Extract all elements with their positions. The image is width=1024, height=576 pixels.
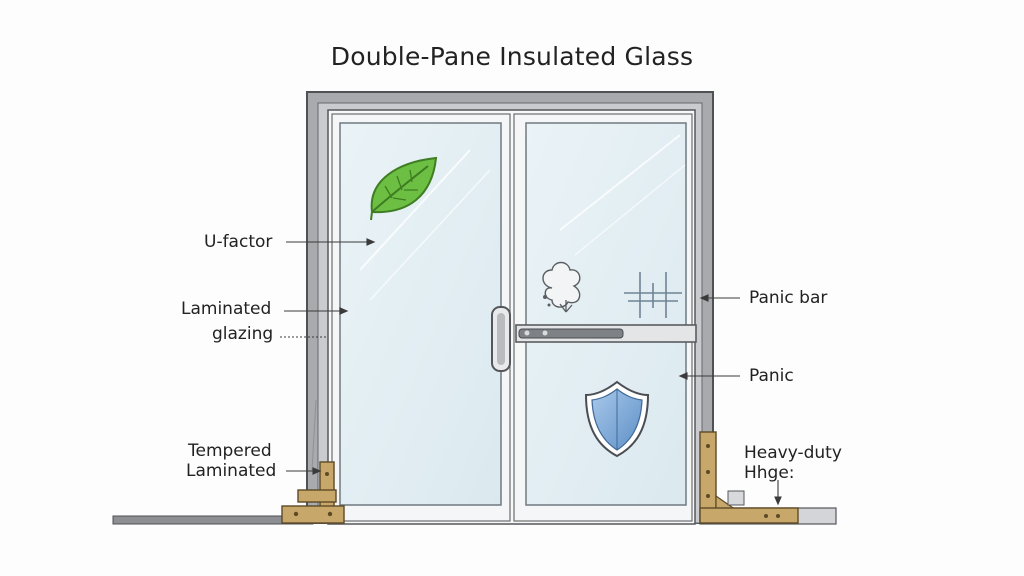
tempered-laminated-label-line2: Laminated bbox=[186, 461, 277, 481]
door-handle bbox=[491, 306, 511, 372]
laminated-glazing-label-line2: glazing bbox=[212, 324, 274, 344]
right-hinge bbox=[699, 431, 799, 524]
panic-bar bbox=[515, 324, 697, 343]
tempered-laminated-label-line1: Tempered bbox=[188, 441, 272, 461]
leader-arrows bbox=[280, 238, 782, 506]
u-factor-label: U-factor bbox=[204, 232, 273, 252]
left-hinge bbox=[281, 399, 345, 524]
panic-label: Panic bbox=[749, 366, 794, 386]
leaf-icon bbox=[370, 156, 438, 221]
diagram-title: Double-Pane Insulated Glass bbox=[330, 42, 694, 71]
crosshair-icon bbox=[624, 272, 682, 318]
panic-bar-label: Panic bar bbox=[749, 288, 828, 308]
laminated-glazing-label-line1: Laminated bbox=[181, 299, 272, 319]
shield-icon bbox=[584, 380, 650, 458]
heavy-duty-hinge-label-line1: Heavy-duty bbox=[744, 443, 842, 463]
heavy-duty-hinge-label-line2: Hhge: bbox=[744, 463, 795, 483]
tree-icon bbox=[542, 261, 581, 313]
